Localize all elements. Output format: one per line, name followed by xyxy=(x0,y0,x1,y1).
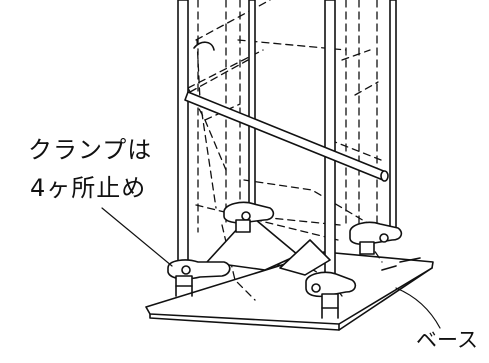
diagonal-brace xyxy=(184,41,389,182)
clamp-rear-left xyxy=(223,201,275,233)
plate-details xyxy=(381,257,421,271)
clamp-front-left xyxy=(167,259,231,297)
clamp-note-line2: 4ヶ所止め xyxy=(30,174,147,202)
clamp-note-line1: クランプは xyxy=(28,136,153,164)
leader-lines xyxy=(101,207,441,329)
base-label: ベース xyxy=(416,328,478,352)
base-plate xyxy=(145,251,434,331)
clamp-rear-right xyxy=(349,221,403,255)
clamp-front-right xyxy=(305,271,357,319)
